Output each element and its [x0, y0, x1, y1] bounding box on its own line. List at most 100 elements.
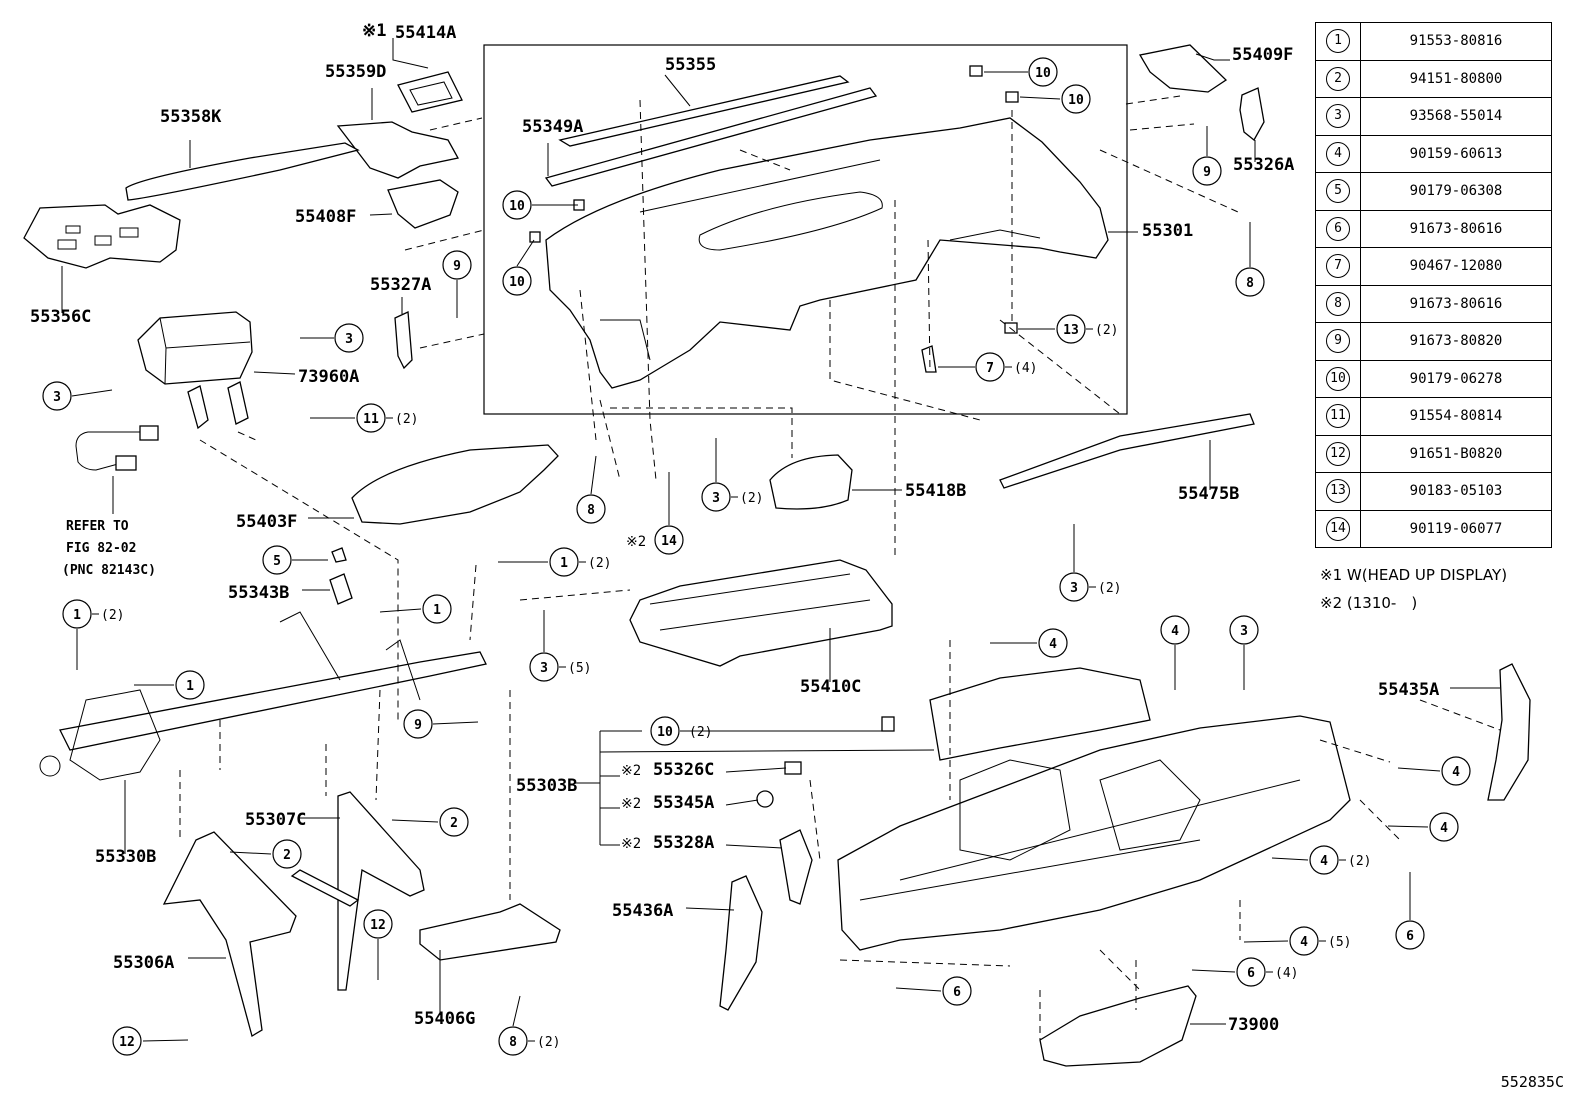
part-cover-55418B	[769, 454, 853, 510]
callout-4: 4	[1429, 812, 1459, 842]
callout-number: 10	[657, 725, 673, 740]
part-brace-55306A	[162, 831, 297, 1037]
ref-number: 4	[1326, 141, 1350, 166]
diagram-code: 552835C	[1500, 1073, 1564, 1091]
part-number: 91554-80814	[1360, 397, 1552, 436]
part-label: 55326A	[1233, 155, 1294, 175]
refer-line-1: REFER TO	[66, 519, 129, 534]
ref-number: 11	[1326, 404, 1350, 429]
callout-quantity: (5)	[1328, 935, 1351, 950]
callout-number: 1	[433, 603, 441, 618]
callout-10: 10	[1061, 84, 1091, 114]
part-label: 73900	[1228, 1015, 1279, 1035]
ref-number-cell: 4	[1315, 134, 1361, 173]
callout-circle	[1192, 156, 1222, 186]
callout-10: 10	[502, 266, 532, 296]
inline-note-mark: ※2	[621, 836, 641, 852]
callout-8: 8(2)	[498, 1026, 560, 1056]
dashed-lines	[179, 95, 1501, 1040]
callout-8: 8	[576, 494, 606, 524]
part-label: 55330B	[95, 847, 156, 867]
part-label: 55349A	[522, 117, 583, 137]
callout-number: 8	[1246, 276, 1254, 291]
part-label: 55435A	[1378, 680, 1439, 700]
part-label: 55359D	[325, 62, 386, 82]
callout-number: 9	[414, 718, 422, 733]
callout-quantity: (2)	[740, 491, 763, 506]
callout-circle	[1229, 615, 1259, 645]
callout-number: 9	[453, 259, 461, 274]
callout-circle	[576, 494, 606, 524]
part-label: 55410C	[800, 677, 861, 697]
ref-number-cell: 12	[1315, 434, 1361, 473]
callout-circle	[442, 250, 472, 280]
callout-circle	[112, 1026, 142, 1056]
part-pad-55359D	[336, 121, 459, 179]
part-number: 91651-B0820	[1360, 434, 1552, 473]
callout-circle	[1061, 84, 1091, 114]
callout-number: 4	[1452, 765, 1460, 780]
callout-5: 5	[262, 545, 292, 575]
part-reinforcement	[39, 611, 487, 781]
callout-quantity: (4)	[1275, 966, 1298, 981]
callout-8: 8	[1235, 267, 1265, 297]
inline-notes: ※2※2※2※2	[621, 534, 646, 852]
part-glovebox-73900	[1039, 985, 1197, 1067]
callout-number: 10	[1035, 66, 1051, 81]
callout-quantity: (2)	[1348, 854, 1371, 869]
callout-number: 4	[1300, 935, 1308, 950]
callout-number: 4	[1171, 624, 1179, 639]
part-label: 55406G	[414, 1009, 475, 1029]
callout-circle	[502, 190, 532, 220]
ref-number-cell: 9	[1315, 322, 1361, 361]
table-row: 11 91554-80814	[1315, 397, 1552, 436]
callout-circle	[1056, 314, 1086, 344]
callout-circle	[175, 670, 205, 700]
callout-quantity: (4)	[1014, 361, 1037, 376]
callout-number: 12	[119, 1035, 135, 1050]
callout-12: 12	[363, 909, 393, 939]
ref-number-cell: 1	[1315, 22, 1361, 61]
part-label: 55326C	[653, 760, 714, 780]
part-number: 91673-80820	[1360, 322, 1552, 361]
callout-circle	[439, 807, 469, 837]
part-bracket-55327A	[394, 311, 413, 370]
part-hud-bezel	[397, 71, 463, 113]
part-label: 55436A	[612, 901, 673, 921]
callout-number: 3	[1070, 581, 1078, 596]
part-label: 55403F	[236, 512, 297, 532]
callout-circle	[942, 976, 972, 1006]
callout-3: 3	[334, 323, 364, 353]
ref-number-cell: 13	[1315, 472, 1361, 511]
inset-frame	[483, 44, 1128, 415]
ref-number-cell: 2	[1315, 59, 1361, 98]
part-frame-55410C	[629, 559, 893, 667]
callout-number: 8	[587, 503, 595, 518]
callout-3: 3 (2)	[701, 482, 763, 512]
callout-10: 10	[502, 190, 532, 220]
callout-quantity: (2)	[101, 608, 124, 623]
ref-number: 6	[1326, 216, 1350, 241]
ref-number: 2	[1326, 66, 1350, 91]
part-trim-55475B	[999, 413, 1255, 489]
callout-4: 4	[1160, 615, 1190, 645]
ref-number: 13	[1326, 479, 1350, 504]
callout-6: 6	[942, 976, 972, 1006]
callout-circle	[975, 352, 1005, 382]
callout-number: 6	[1247, 966, 1255, 981]
callout-number: 12	[370, 918, 386, 933]
part-side-55436A	[719, 875, 763, 1011]
part-label: 55327A	[370, 275, 431, 295]
callout-number: 3	[712, 491, 720, 506]
callout-number: 6	[953, 985, 961, 1000]
callout-circle	[1429, 812, 1459, 842]
ref-number: 7	[1326, 254, 1350, 279]
callout-3: 3(5)	[529, 652, 591, 682]
